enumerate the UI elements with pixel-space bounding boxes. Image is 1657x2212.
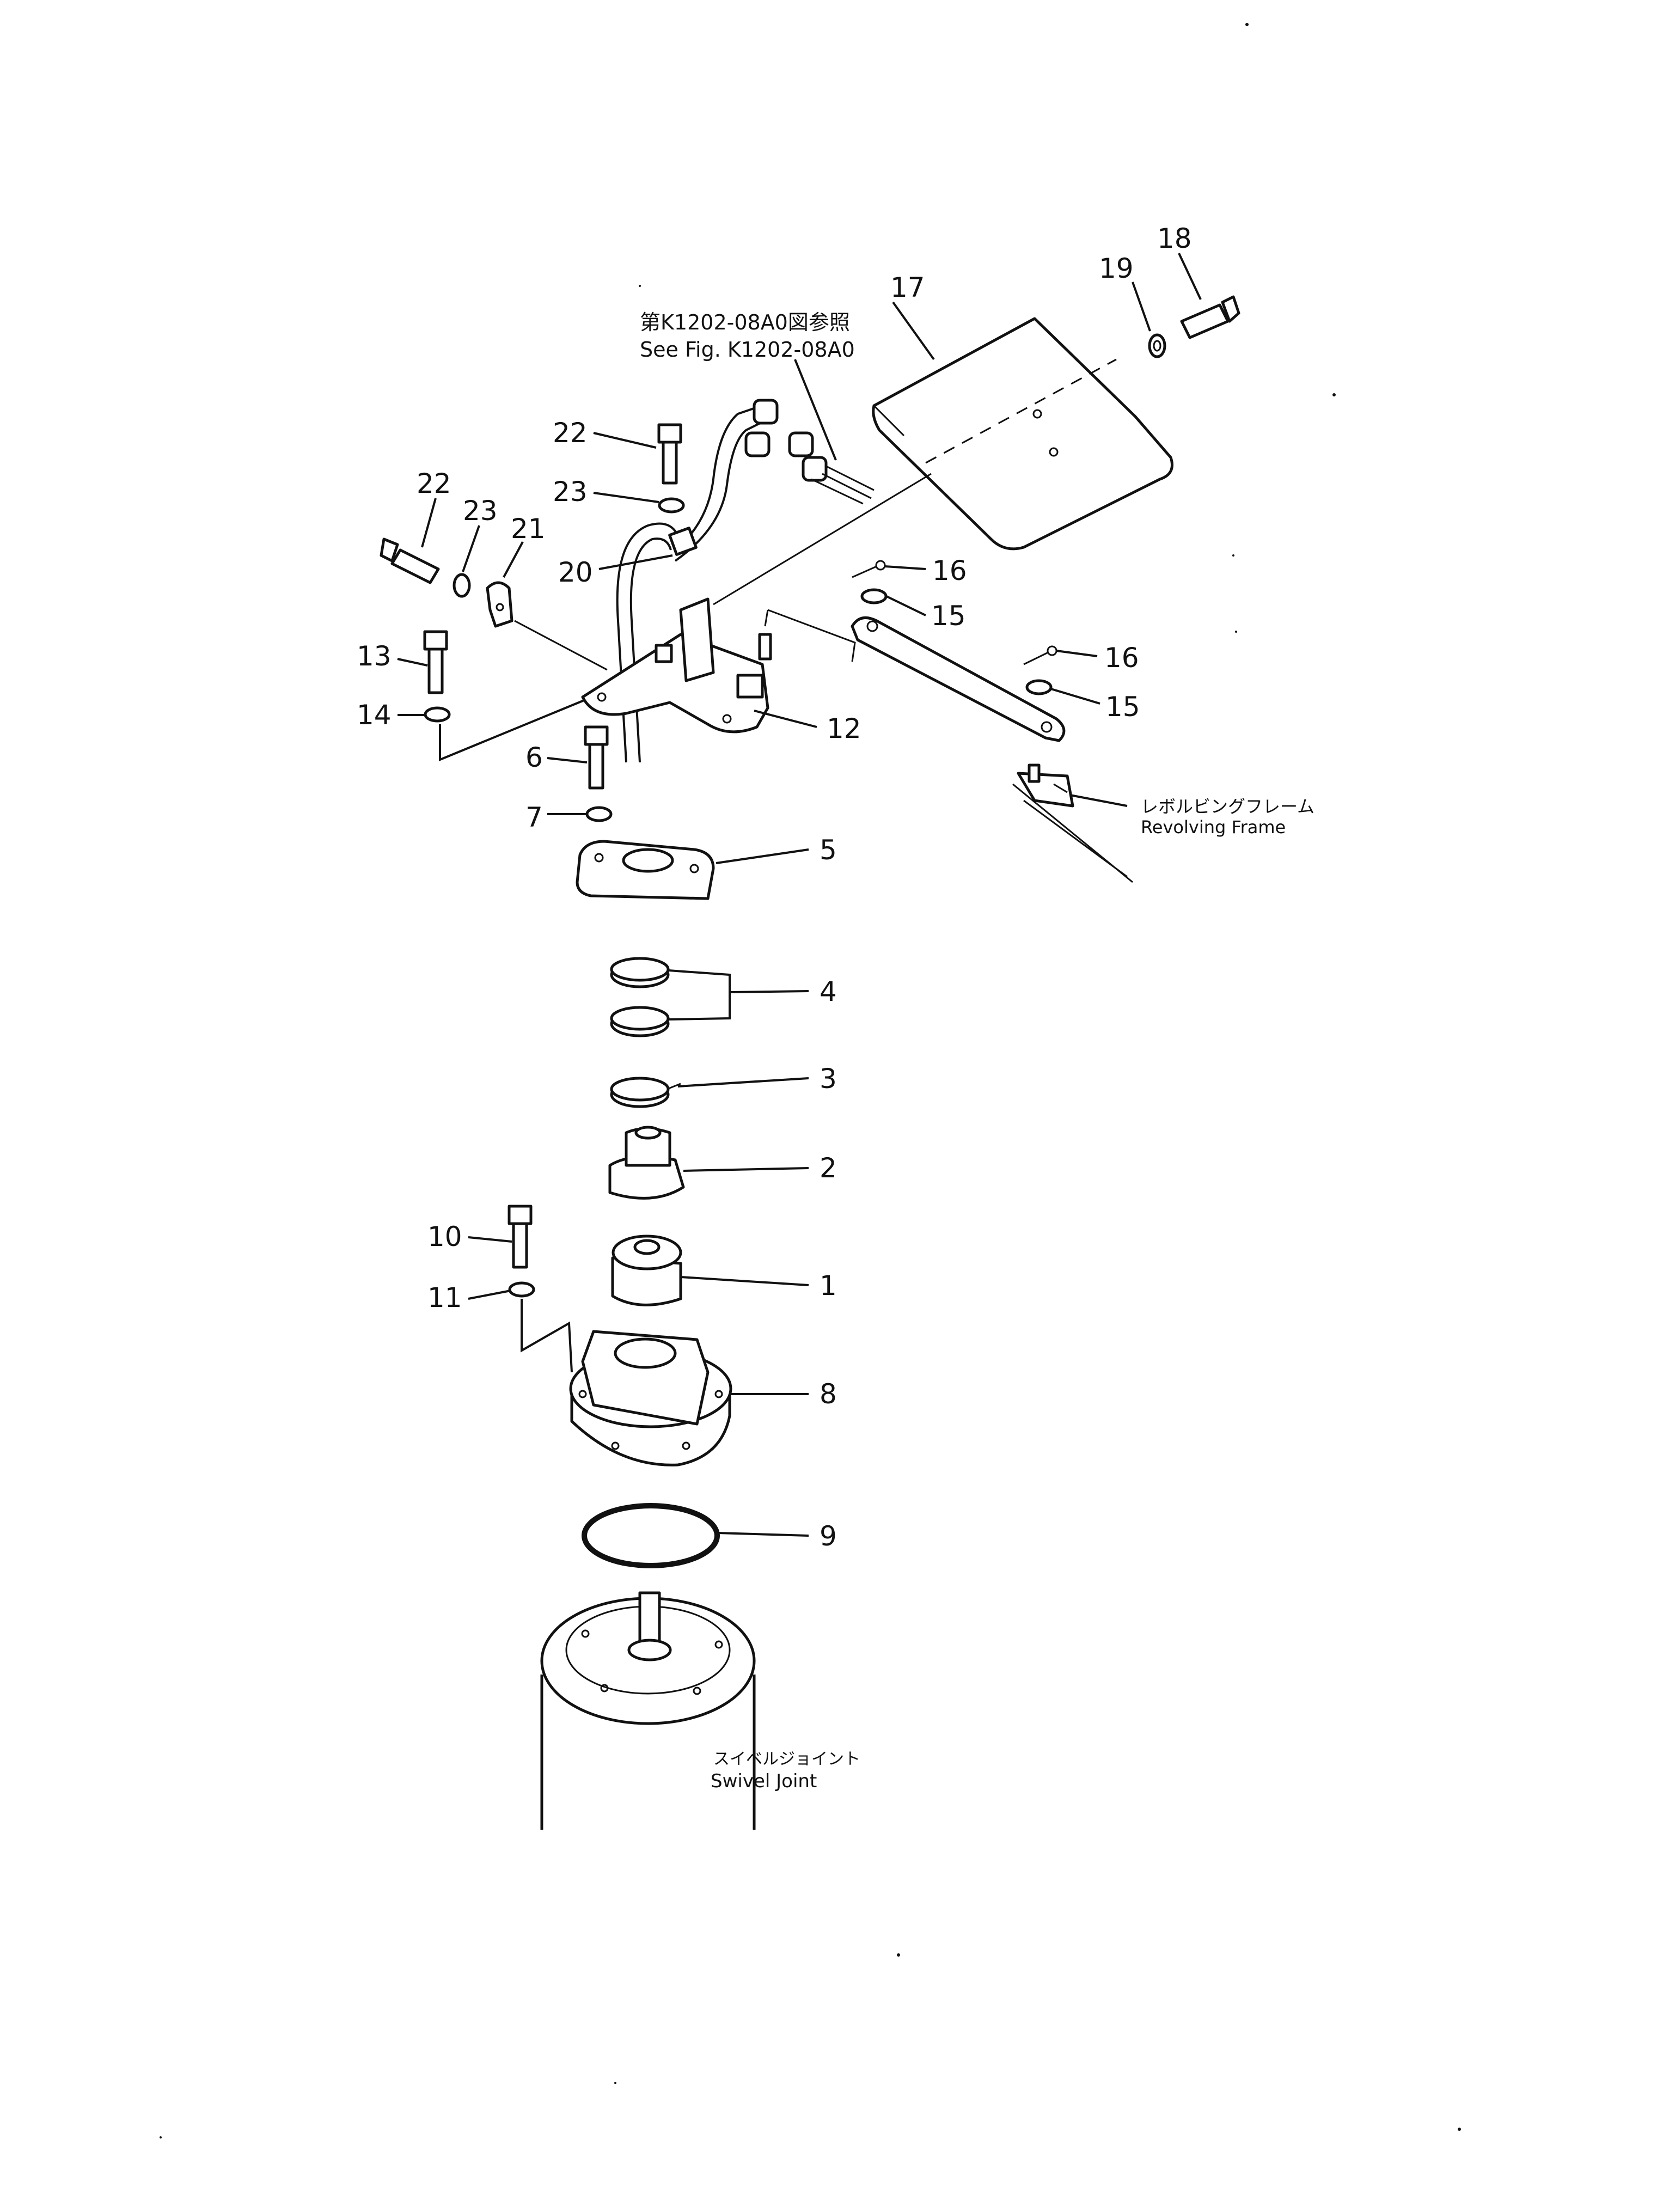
scan-speckles <box>160 23 1461 2138</box>
bolt-part-6 <box>584 725 609 790</box>
revolving-frame-fragment <box>1012 763 1133 883</box>
rotor-part-1 <box>611 1235 682 1306</box>
clamp-part-21 <box>486 581 513 628</box>
callout-22-top: 22 <box>553 417 588 449</box>
pin-part-16-b <box>1023 645 1057 665</box>
bolt-part-18 <box>1180 295 1240 339</box>
washer-part-23-side <box>453 573 471 598</box>
housing-part-8 <box>569 1330 732 1466</box>
washer-part-7 <box>585 806 613 822</box>
callout-1: 1 <box>820 1270 837 1301</box>
washer-part-19 <box>1148 333 1166 358</box>
see-fig-caption-en: See Fig. K1202-08A0 <box>640 338 855 362</box>
callout-4: 4 <box>820 976 837 1007</box>
washer-part-11 <box>508 1281 535 1298</box>
bolt-part-13 <box>423 630 448 694</box>
swivel-joint-caption-en: Swivel Joint <box>711 1770 817 1792</box>
seal-part-4-upper <box>610 957 670 988</box>
bolt-part-10 <box>508 1205 533 1269</box>
washer-part-15-b <box>1025 679 1053 695</box>
seal-part-4-lower <box>610 1006 670 1037</box>
link-bar <box>851 616 1066 742</box>
callout-14: 14 <box>357 699 392 731</box>
callout-7: 7 <box>525 802 543 833</box>
swivel-joint-caption-jp: スイベルジョイント <box>713 1750 860 1769</box>
callout-labels: 1 2 3 4 5 6 7 8 9 10 11 12 13 14 15 15 1… <box>357 223 1192 1552</box>
bushing-part-2 <box>608 1126 685 1200</box>
o-ring-part-9 <box>582 1503 720 1568</box>
callout-13: 13 <box>357 640 392 672</box>
callout-5: 5 <box>820 834 837 866</box>
captions: 第K1202-08A0図参照 See Fig. K1202-08A0 レボルビン… <box>640 310 1314 1792</box>
bolt-part-22-side <box>380 537 440 584</box>
callout-2: 2 <box>820 1152 837 1184</box>
callout-23-top: 23 <box>553 476 588 508</box>
callout-6: 6 <box>525 742 543 773</box>
swivel-joint <box>540 1591 756 1830</box>
callout-10: 10 <box>427 1221 462 1252</box>
plate-part-5 <box>576 840 715 900</box>
revolving-frame-caption-jp: レボルビングフレーム <box>1141 796 1314 817</box>
callout-15a: 15 <box>931 600 966 632</box>
washer-part-15-a <box>860 588 888 604</box>
cover-plate-part-17 <box>872 317 1173 551</box>
callout-17: 17 <box>890 272 925 303</box>
revolving-frame-caption-en: Revolving Frame <box>1141 817 1286 838</box>
callout-8: 8 <box>820 1378 837 1410</box>
wiring-harness-part-20 <box>616 399 875 763</box>
callout-9: 9 <box>820 1520 837 1552</box>
callout-15b: 15 <box>1105 691 1140 723</box>
washer-part-23-top <box>658 497 685 514</box>
callout-3: 3 <box>820 1063 837 1095</box>
callout-21: 21 <box>511 513 546 545</box>
see-fig-caption-jp: 第K1202-08A0図参照 <box>640 310 850 334</box>
washer-part-14 <box>424 706 451 723</box>
callout-20: 20 <box>558 557 593 588</box>
bolt-part-22-top <box>657 423 682 485</box>
callout-16a: 16 <box>932 555 967 586</box>
seal-part-3 <box>610 1077 681 1108</box>
callout-23-side: 23 <box>463 495 498 527</box>
bracket-part-12 <box>581 597 772 734</box>
callout-12: 12 <box>827 713 861 744</box>
pin-part-16-a <box>852 560 886 578</box>
callout-22-side: 22 <box>417 468 451 499</box>
callout-16b: 16 <box>1104 642 1139 674</box>
callout-11: 11 <box>427 1282 462 1313</box>
leader-lines <box>397 253 1202 1830</box>
callout-18: 18 <box>1157 223 1192 254</box>
callout-19: 19 <box>1099 253 1134 284</box>
